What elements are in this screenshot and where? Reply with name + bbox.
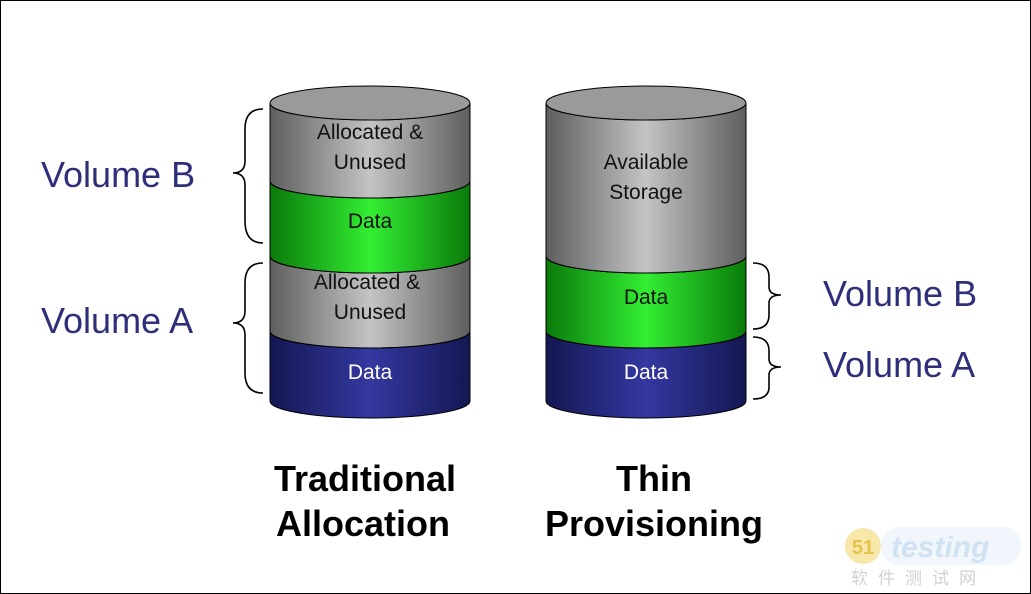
thin-volume-b-label: Volume B bbox=[823, 273, 977, 314]
trad-volume-b-label: Volume B bbox=[41, 154, 195, 195]
watermark-brand-bg bbox=[881, 527, 1021, 565]
trad-data-a-label: Data bbox=[348, 361, 393, 384]
thin-caption-line1: Thin bbox=[616, 458, 692, 499]
thin-data-a-label: Data bbox=[624, 361, 669, 384]
thin-volume-b-brace bbox=[752, 262, 782, 330]
thin-available-label-2: Storage bbox=[609, 181, 683, 204]
thin-caption-line2: Provisioning bbox=[545, 503, 763, 544]
trad-caption-line2: Allocation bbox=[276, 503, 450, 544]
trad-data-b-label: Data bbox=[348, 210, 393, 233]
watermark-badge: 51 bbox=[852, 537, 874, 559]
watermark-brand: testing bbox=[891, 531, 989, 564]
trad-caption-line1: Traditional bbox=[274, 458, 456, 499]
thin-data-b-label: Data bbox=[624, 286, 669, 309]
trad-unused-a-label-2: Unused bbox=[334, 301, 406, 324]
trad-unused-a-label-1: Allocated & bbox=[314, 271, 420, 294]
watermark-logo: 51 testing 软件测试网 bbox=[845, 527, 1021, 589]
thin-cylinder: Available Storage Data Data bbox=[545, 85, 747, 419]
watermark-sub: 软件测试网 bbox=[851, 569, 986, 589]
watermark-badge-circle bbox=[845, 528, 881, 564]
trad-unused-b-label-1: Allocated & bbox=[317, 121, 423, 144]
trad-top-cap bbox=[269, 85, 471, 121]
thin-volume-a-label: Volume A bbox=[823, 344, 975, 385]
trad-volume-a-brace bbox=[232, 262, 264, 394]
thin-top-cap bbox=[545, 85, 747, 121]
traditional-cylinder: Allocated & Unused Data Allocated & Unus… bbox=[269, 85, 471, 419]
trad-volume-b-brace bbox=[232, 108, 264, 244]
thin-available-label-1: Available bbox=[604, 151, 689, 174]
trad-volume-a-label: Volume A bbox=[41, 300, 193, 341]
trad-unused-b-label-2: Unused bbox=[334, 151, 406, 174]
thin-volume-a-brace bbox=[752, 336, 782, 400]
